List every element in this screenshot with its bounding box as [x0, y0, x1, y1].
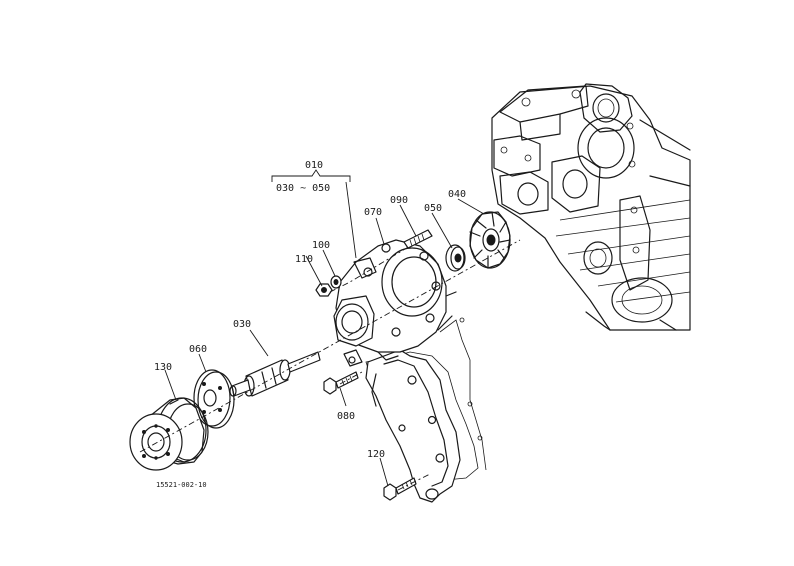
- assembly-axis-lines: [139, 239, 521, 491]
- bolt-080: [323, 371, 359, 395]
- callout-100: 100: [312, 240, 330, 251]
- callout-090: 090: [390, 195, 408, 206]
- callout-010-range: 030 ~ 050: [276, 183, 330, 194]
- drawing-number: 15521-002-10: [156, 481, 207, 489]
- engine-block: [491, 83, 691, 331]
- pulley-130: [129, 397, 209, 471]
- callout-030: 030: [233, 319, 251, 330]
- impeller-040: [469, 211, 511, 269]
- callout-130: 130: [154, 362, 172, 373]
- bolt-120: [383, 477, 417, 501]
- callout-050: 050: [424, 203, 442, 214]
- seal-050: [445, 244, 466, 272]
- callout-110: 110: [295, 254, 313, 265]
- bearing-shaft-030: [229, 351, 321, 397]
- callout-010-bracket: [271, 169, 351, 182]
- leader-lines: [164, 181, 485, 487]
- water-pump-body-070: [333, 239, 461, 503]
- callout-060: 060: [189, 344, 207, 355]
- callout-010: 010: [305, 160, 323, 171]
- callout-080: 080: [337, 411, 355, 422]
- washer-100: [330, 275, 342, 289]
- callout-040: 040: [448, 189, 466, 200]
- stud-bolt-090: [403, 229, 433, 249]
- nut-110: [315, 283, 333, 297]
- callout-120: 120: [367, 449, 385, 460]
- callout-070: 070: [364, 207, 382, 218]
